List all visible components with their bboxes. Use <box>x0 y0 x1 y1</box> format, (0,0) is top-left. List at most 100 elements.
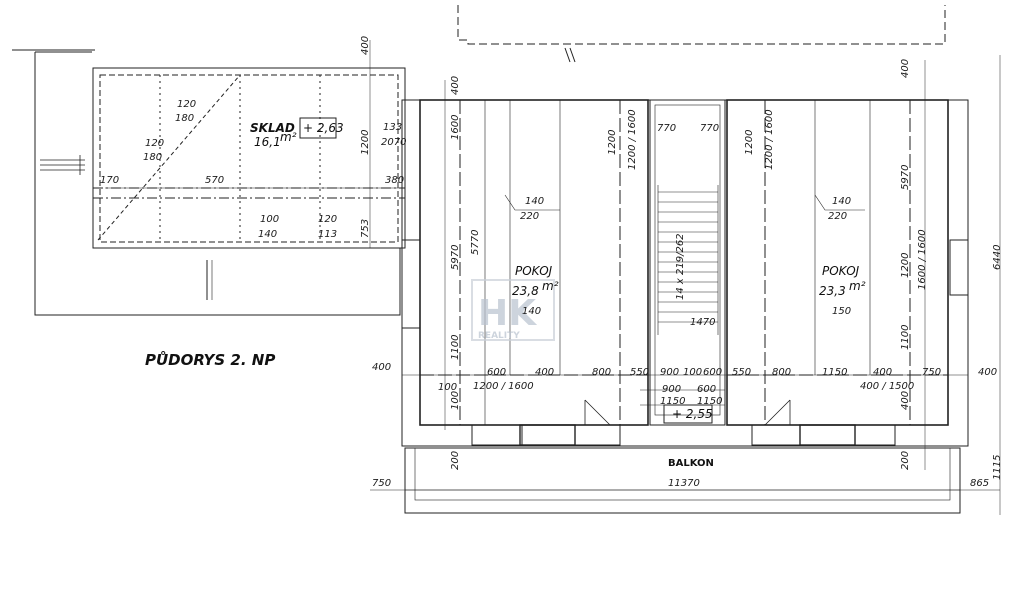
dimension-label: 100 <box>260 214 279 225</box>
dimension-label: 140 <box>258 229 277 240</box>
dimension-label: 180 <box>175 113 194 124</box>
dimension-label: 400 <box>450 76 461 95</box>
dimension-label: 140 <box>525 196 544 207</box>
dimension-label: 400 / 1500 <box>860 381 914 392</box>
dimension-label: 1200 / 1600 <box>627 109 638 170</box>
dimension-label: 120 <box>145 138 164 149</box>
dimension-label: 600 <box>487 367 506 378</box>
dimension-label: 1600 / 1600 <box>917 229 928 290</box>
right-window <box>949 239 969 296</box>
stair-hall-wall <box>649 99 726 426</box>
sklad-diagonal <box>97 74 241 241</box>
dimension-label: 1470 <box>690 317 715 328</box>
dimension-label: 400 <box>873 367 892 378</box>
watermark-reality: REALITY <box>478 331 520 341</box>
facade-window-1 <box>471 424 523 446</box>
sklad-level-box <box>299 117 337 139</box>
dimension-label: 220 <box>520 211 539 222</box>
dimension-label: 180 <box>143 152 162 163</box>
dimension-label: 1150 <box>660 396 685 407</box>
dimension-label: 900 <box>662 384 681 395</box>
dimension-label: 1600 <box>450 115 461 140</box>
dimension-label: 133 <box>383 122 402 133</box>
dimension-label: 5970 <box>900 165 911 190</box>
dimension-label: 140 <box>522 306 541 317</box>
ground-outline <box>34 51 401 316</box>
dimension-label: 100 <box>438 382 457 393</box>
dimension-label: 6440 <box>992 245 1003 270</box>
dimension-label: 5770 <box>470 230 481 255</box>
dimension-label: 2070 <box>381 137 406 148</box>
dimension-label: 400 <box>978 367 997 378</box>
dimension-label: 400 <box>360 36 371 55</box>
facade-window-5 <box>799 424 856 446</box>
dimension-label: 1200 <box>744 130 755 155</box>
dimension-label: 570 <box>205 175 224 186</box>
dimension-label: 750 <box>372 478 391 489</box>
left-stair-hatch <box>40 155 85 175</box>
dimension-label: 120 <box>318 214 337 225</box>
right-room-label: POKOJ <box>822 264 860 278</box>
sklad-area: 16,1 <box>254 135 281 149</box>
stair-treads <box>657 185 719 335</box>
dimension-label: 1150 <box>697 396 722 407</box>
right-room-leader <box>814 194 865 211</box>
dimension-label: 120 <box>177 99 196 110</box>
dimension-label: 100 <box>450 391 461 410</box>
dimension-label: 900 <box>660 367 679 378</box>
dimension-label: 800 <box>772 367 791 378</box>
dimension-label: 770 <box>657 123 676 134</box>
sklad-inner-line <box>99 74 399 243</box>
dimension-label: 220 <box>828 211 847 222</box>
balcony-label: BALKON <box>668 458 714 469</box>
left-window <box>401 239 421 329</box>
stair-hall-inner <box>654 104 721 416</box>
left-room-leader <box>504 194 560 211</box>
dimension-label: 113 <box>318 229 337 240</box>
sklad-level: + 2,63 <box>303 121 344 135</box>
dimension-label: 200 <box>450 451 461 470</box>
sklad-label: SKLAD <box>250 121 295 135</box>
dimension-label: 150 <box>832 306 851 317</box>
dimension-label: 600 <box>697 384 716 395</box>
dimension-label: 1200 / 1600 <box>764 109 775 170</box>
watermark-hk: HK <box>478 293 537 334</box>
dimension-label: 753 <box>360 219 371 238</box>
dimension-label: 170 <box>100 175 119 186</box>
sklad-outer-wall <box>92 67 406 249</box>
dimension-label: 550 <box>732 367 751 378</box>
left-room-area: 23,8 <box>512 284 539 298</box>
dimension-label: 770 <box>700 123 719 134</box>
break-mark <box>564 47 576 63</box>
right-room-area: 23,3 <box>819 284 846 298</box>
stair-level: + 2,55 <box>672 407 713 421</box>
facade-window-3 <box>574 424 621 446</box>
balcony-inner <box>414 447 951 501</box>
facade-window-4 <box>751 424 801 446</box>
dimension-label: 865 <box>970 478 989 489</box>
dimension-label: 400 <box>900 391 911 410</box>
dimension-label: 1100 <box>900 325 911 350</box>
facade-window-2 <box>519 424 576 446</box>
stair-steps: 14 x 219/262 <box>675 233 686 300</box>
dimension-label: 380 <box>385 175 404 186</box>
right-door-swing <box>764 399 791 426</box>
sklad-area-unit: m² <box>280 130 297 144</box>
dimension-label: 750 <box>922 367 941 378</box>
dimension-label: 400 <box>372 362 391 373</box>
dimension-label: 600 <box>703 367 722 378</box>
left-room-label: POKOJ <box>515 264 553 278</box>
dimension-label: 200 <box>900 451 911 470</box>
left-room-area-unit: m² <box>542 279 559 293</box>
dimension-label: 400 <box>900 59 911 78</box>
dimension-label: 1200 <box>900 253 911 278</box>
watermark-logo: HK REALITY <box>471 279 555 341</box>
dimension-label: 800 <box>592 367 611 378</box>
dimension-label: 1200 <box>607 130 618 155</box>
dimension-label: 1150 <box>822 367 847 378</box>
balcony-length: 11370 <box>668 478 700 489</box>
dimension-label: 400 <box>535 367 554 378</box>
left-door-swing <box>584 399 611 426</box>
dimension-label: 550 <box>630 367 649 378</box>
